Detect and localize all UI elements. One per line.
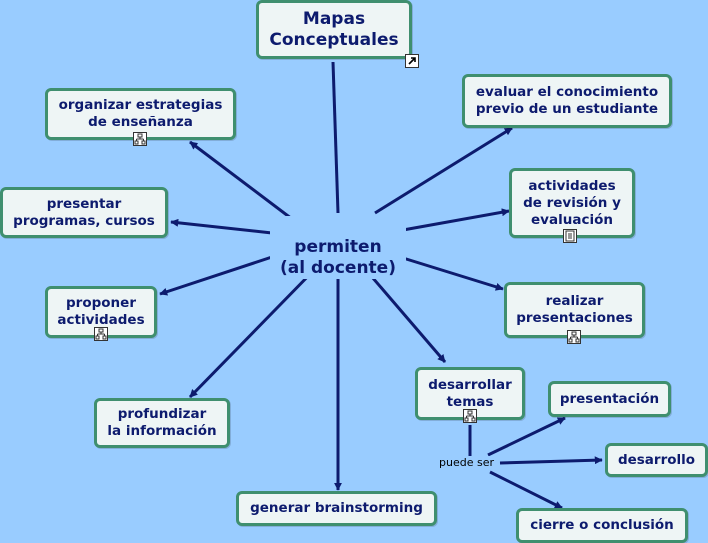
node-presentacion[interactable]: presentación xyxy=(548,381,671,417)
arrow-to-revision xyxy=(402,208,510,232)
linking-phrase-puede-ser-label: puede ser xyxy=(439,456,494,469)
node-generar-brainstorming[interactable]: generar brainstorming xyxy=(236,491,437,526)
arrow-to-estrategias xyxy=(189,140,301,227)
concept-map-icon[interactable] xyxy=(463,409,477,423)
arrow-to-presentaciones xyxy=(402,256,504,291)
node-cierre-conclusion[interactable]: cierre o conclusión xyxy=(516,508,688,543)
arrow-to-actividades xyxy=(159,254,276,296)
root-concept-node[interactable]: Mapas Conceptuales xyxy=(256,0,412,59)
node-desarrollo-label: desarrollo xyxy=(617,451,696,468)
document-icon[interactable] xyxy=(563,229,577,243)
node-actividades-revision-label: actividades de revisión y evaluación xyxy=(523,177,621,228)
linking-phrase-permiten-label: permiten (al docente) xyxy=(280,237,396,278)
node-cierre-conclusion-label: cierre o conclusión xyxy=(530,517,674,533)
node-profundizar-informacion[interactable]: profundizar la información xyxy=(94,398,230,448)
node-evaluar-conocimiento[interactable]: evaluar el conocimiento previo de un est… xyxy=(462,74,672,128)
node-desarrollar-temas-label: desarrollar temas xyxy=(428,376,512,410)
arrow-to-desarrollo xyxy=(499,456,603,465)
node-generar-brainstorming-label: generar brainstorming xyxy=(250,500,423,516)
node-proponer-actividades-label: proponer actividades xyxy=(57,295,145,328)
node-profundizar-informacion-label: profundizar la información xyxy=(107,406,217,439)
linking-phrase-puede-ser[interactable]: puede ser xyxy=(438,456,495,469)
node-presentar-programas[interactable]: presentar programas, cursos xyxy=(0,187,168,238)
arrow-to-cierre xyxy=(489,470,563,510)
node-realizar-presentaciones-label: realizar presentaciones xyxy=(516,293,633,326)
concept-map-icon[interactable] xyxy=(94,327,108,341)
node-evaluar-conocimiento-label: evaluar el conocimiento previo de un est… xyxy=(475,84,659,117)
concept-map-icon[interactable] xyxy=(567,330,581,344)
node-realizar-presentaciones[interactable]: realizar presentaciones xyxy=(504,282,645,338)
arrow-to-temas xyxy=(358,262,447,363)
line-root-center xyxy=(331,61,340,214)
node-actividades-revision[interactable]: actividades de revisión y evaluación xyxy=(509,168,635,238)
node-organizar-estrategias-label: organizar estrategias de enseñanza xyxy=(58,97,223,130)
concept-map-icon[interactable] xyxy=(133,132,147,146)
node-desarrollo[interactable]: desarrollo xyxy=(605,443,708,477)
arrow-to-evaluar xyxy=(374,126,513,215)
arrow-to-profundizar xyxy=(188,264,320,399)
root-concept-label: Mapas Conceptuales xyxy=(269,8,399,50)
node-presentar-programas-label: presentar programas, cursos xyxy=(13,195,155,229)
arrow-to-programas xyxy=(170,218,273,235)
node-organizar-estrategias[interactable]: organizar estrategias de enseñanza xyxy=(45,88,236,140)
shortcut-arrow-icon[interactable] xyxy=(405,54,419,68)
linking-phrase-permiten[interactable]: permiten (al docente) xyxy=(270,216,406,279)
node-presentacion-label: presentación xyxy=(559,390,660,407)
arrow-to-presentacion xyxy=(487,416,566,457)
